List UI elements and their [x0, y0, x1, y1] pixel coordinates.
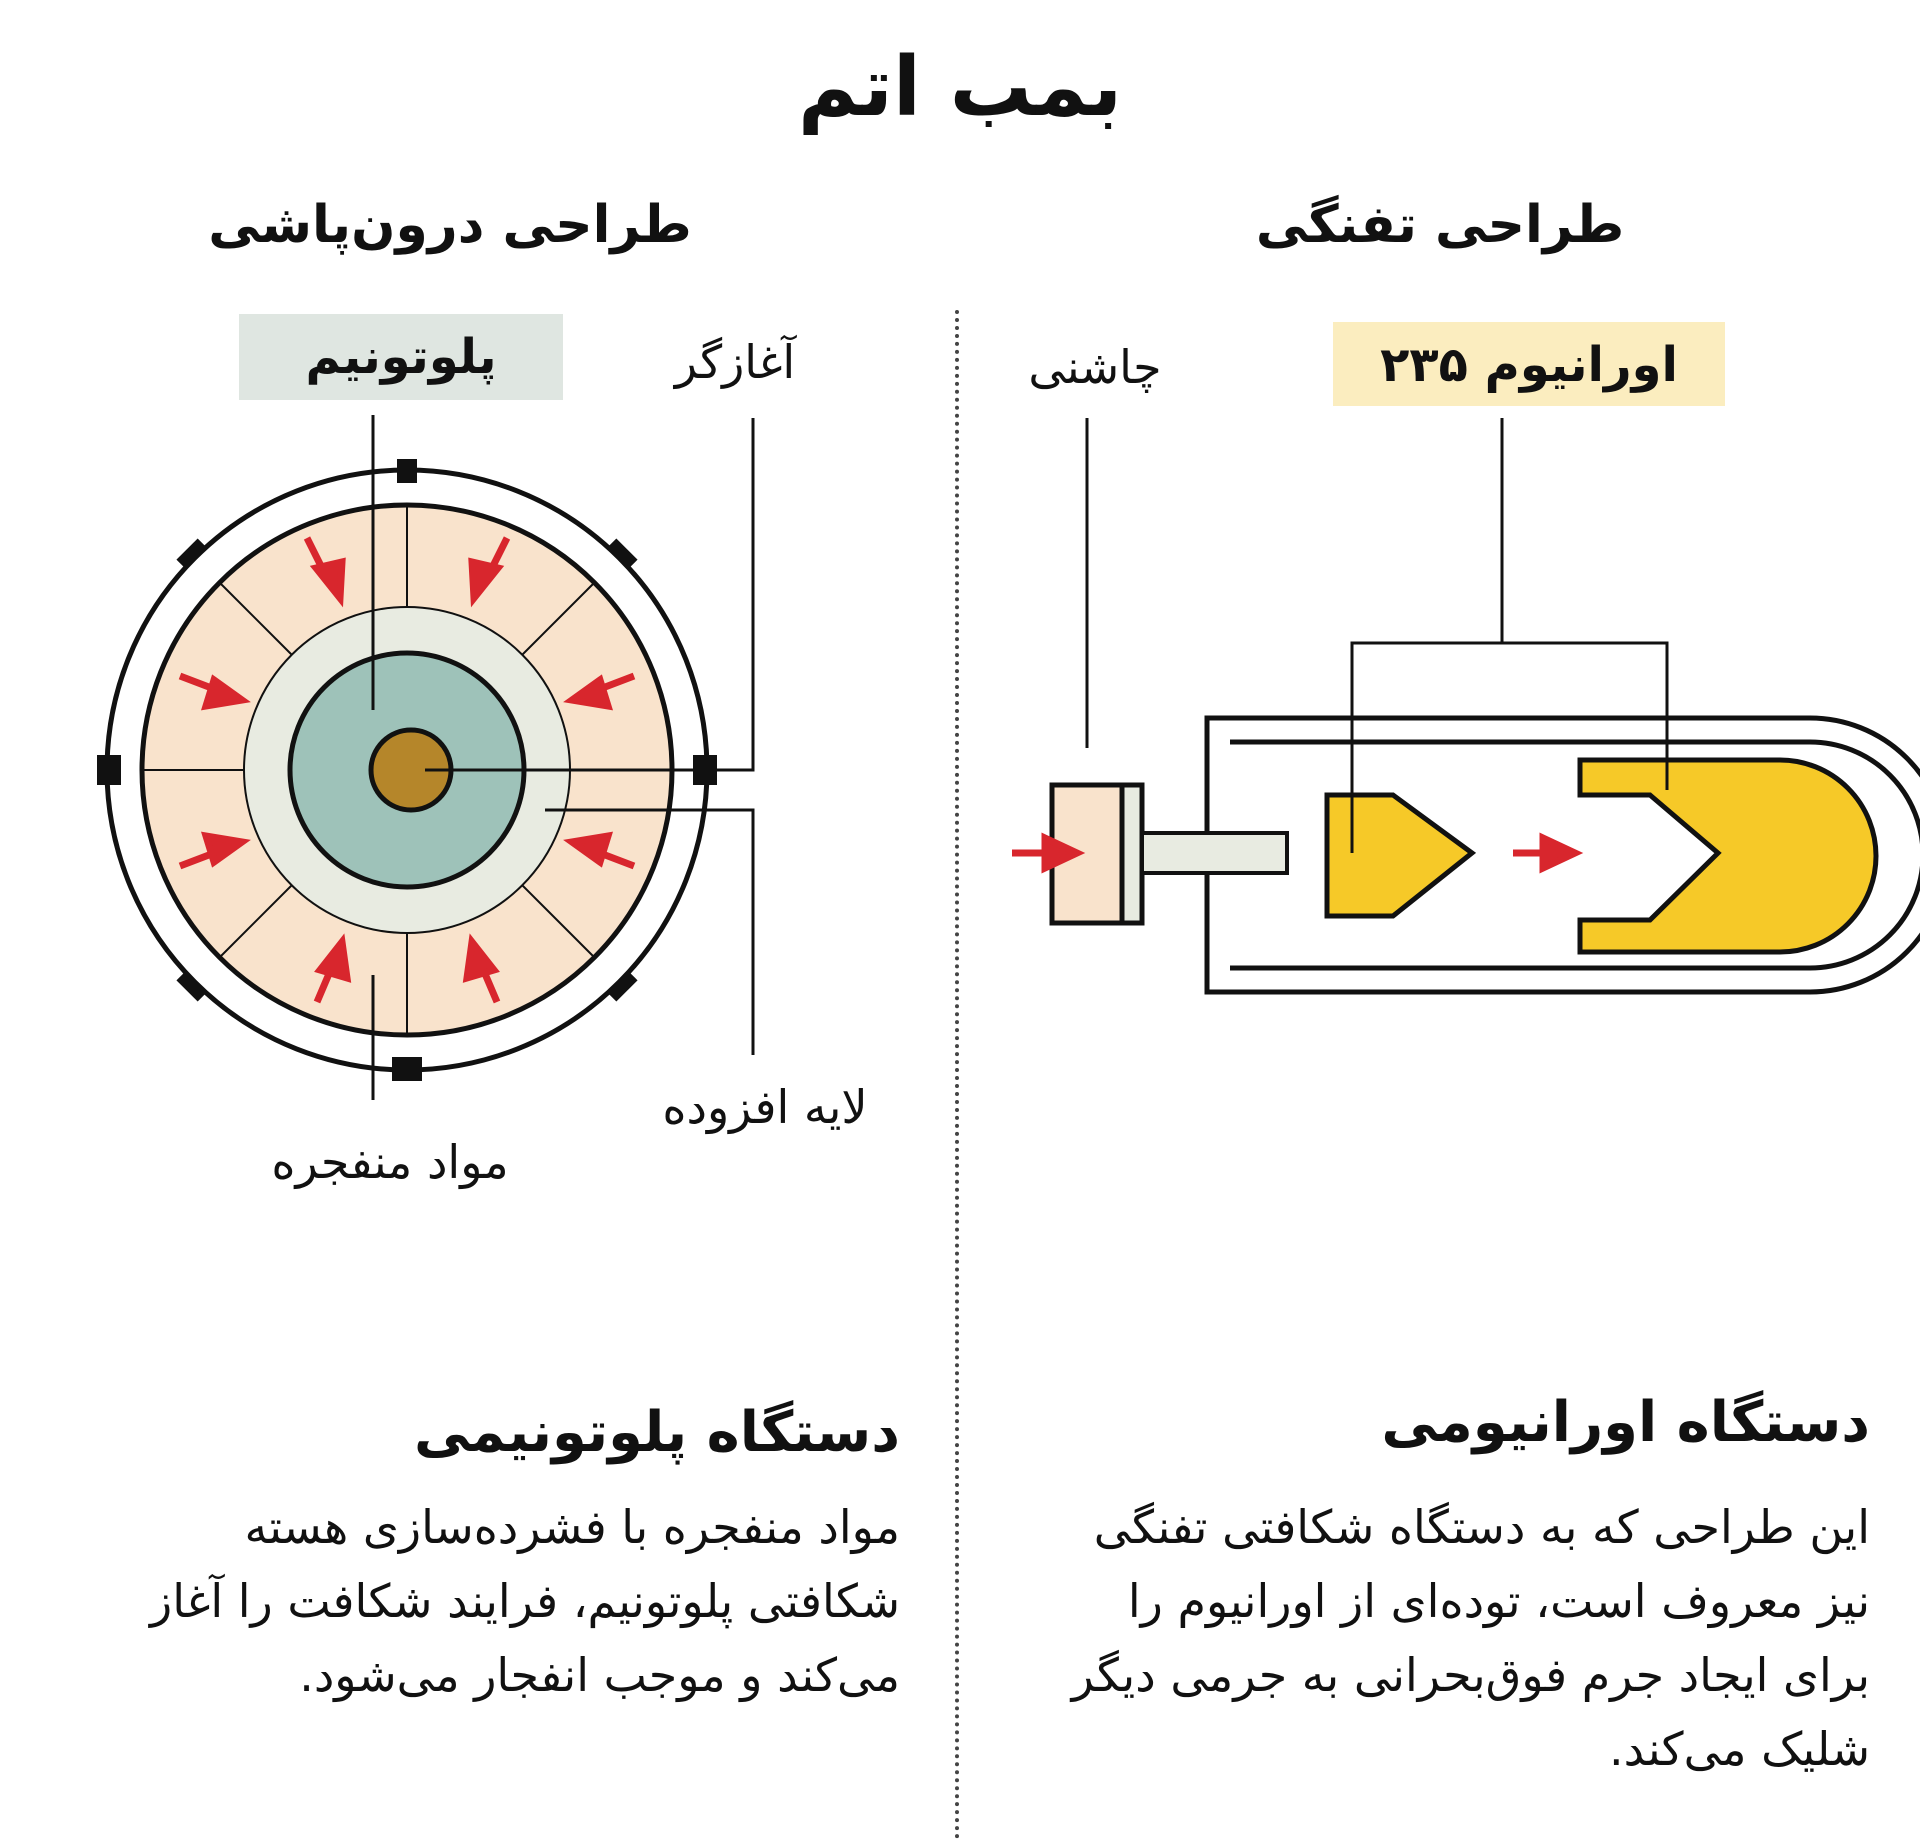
uranium-device-heading: دستگاه اورانیومی [1381, 1390, 1870, 1455]
tamper-label: لایه افزوده [662, 1080, 868, 1134]
gun-leader-lines [1085, 418, 1669, 853]
arrow-up-right [468, 536, 511, 608]
explosive-segment-dividers [142, 505, 672, 1035]
plutonium-device-heading: دستگاه پلوتونیمی [413, 1400, 900, 1465]
charge-label: چاشنی [1028, 340, 1162, 394]
initiator-leader [425, 418, 755, 772]
charge-arrow [1012, 832, 1086, 874]
inner-barrel-line [1230, 739, 1920, 971]
piston-head [1119, 782, 1145, 926]
detonator-marks [97, 459, 717, 1081]
implosion-leader-lines [371, 415, 755, 1100]
arrow-left-bottom [178, 831, 251, 870]
uranium-projectile [1324, 792, 1477, 919]
arrow-left-top [178, 672, 251, 711]
tamper-leader [545, 808, 755, 1055]
gun-design-title: طراحی تفنگی [1255, 195, 1625, 255]
gun-diagram [1012, 418, 1920, 995]
uranium-target [1577, 757, 1879, 955]
plutonium-device-description: مواد منفجره با فشرده‌سازی هسته شکافتی پل… [150, 1500, 900, 1702]
arrow-up-left [303, 536, 346, 608]
arrow-down-left [313, 933, 352, 1004]
section-divider [955, 310, 959, 1840]
implosion-design-title: طراحی درون‌پاشی [208, 195, 692, 255]
plutonium-label: پلوتونیم [239, 314, 563, 400]
arrow-right-bottom [563, 831, 636, 870]
explosive-label: مواد منفجره [271, 1135, 509, 1189]
main-title: بمب اتم [797, 40, 1123, 135]
uranium-bracket [1350, 641, 1669, 853]
arrow-right-top [563, 672, 636, 711]
initiator-label: آغازگر [674, 335, 796, 389]
implosion-arrows [178, 536, 636, 1004]
uranium-device-description: این طراحی که به دستگاه شکافتی تفنگی نیز … [1071, 1500, 1870, 1776]
implosion-diagram [97, 415, 755, 1100]
barrel-rod [1140, 831, 1289, 875]
projectile-arrow [1513, 832, 1584, 874]
gun-device [1049, 715, 1920, 995]
uranium-235-label: اورانیوم ۲۳۵ [1333, 322, 1725, 406]
arrow-down-right [462, 933, 501, 1004]
gun-arrows [1012, 832, 1584, 874]
